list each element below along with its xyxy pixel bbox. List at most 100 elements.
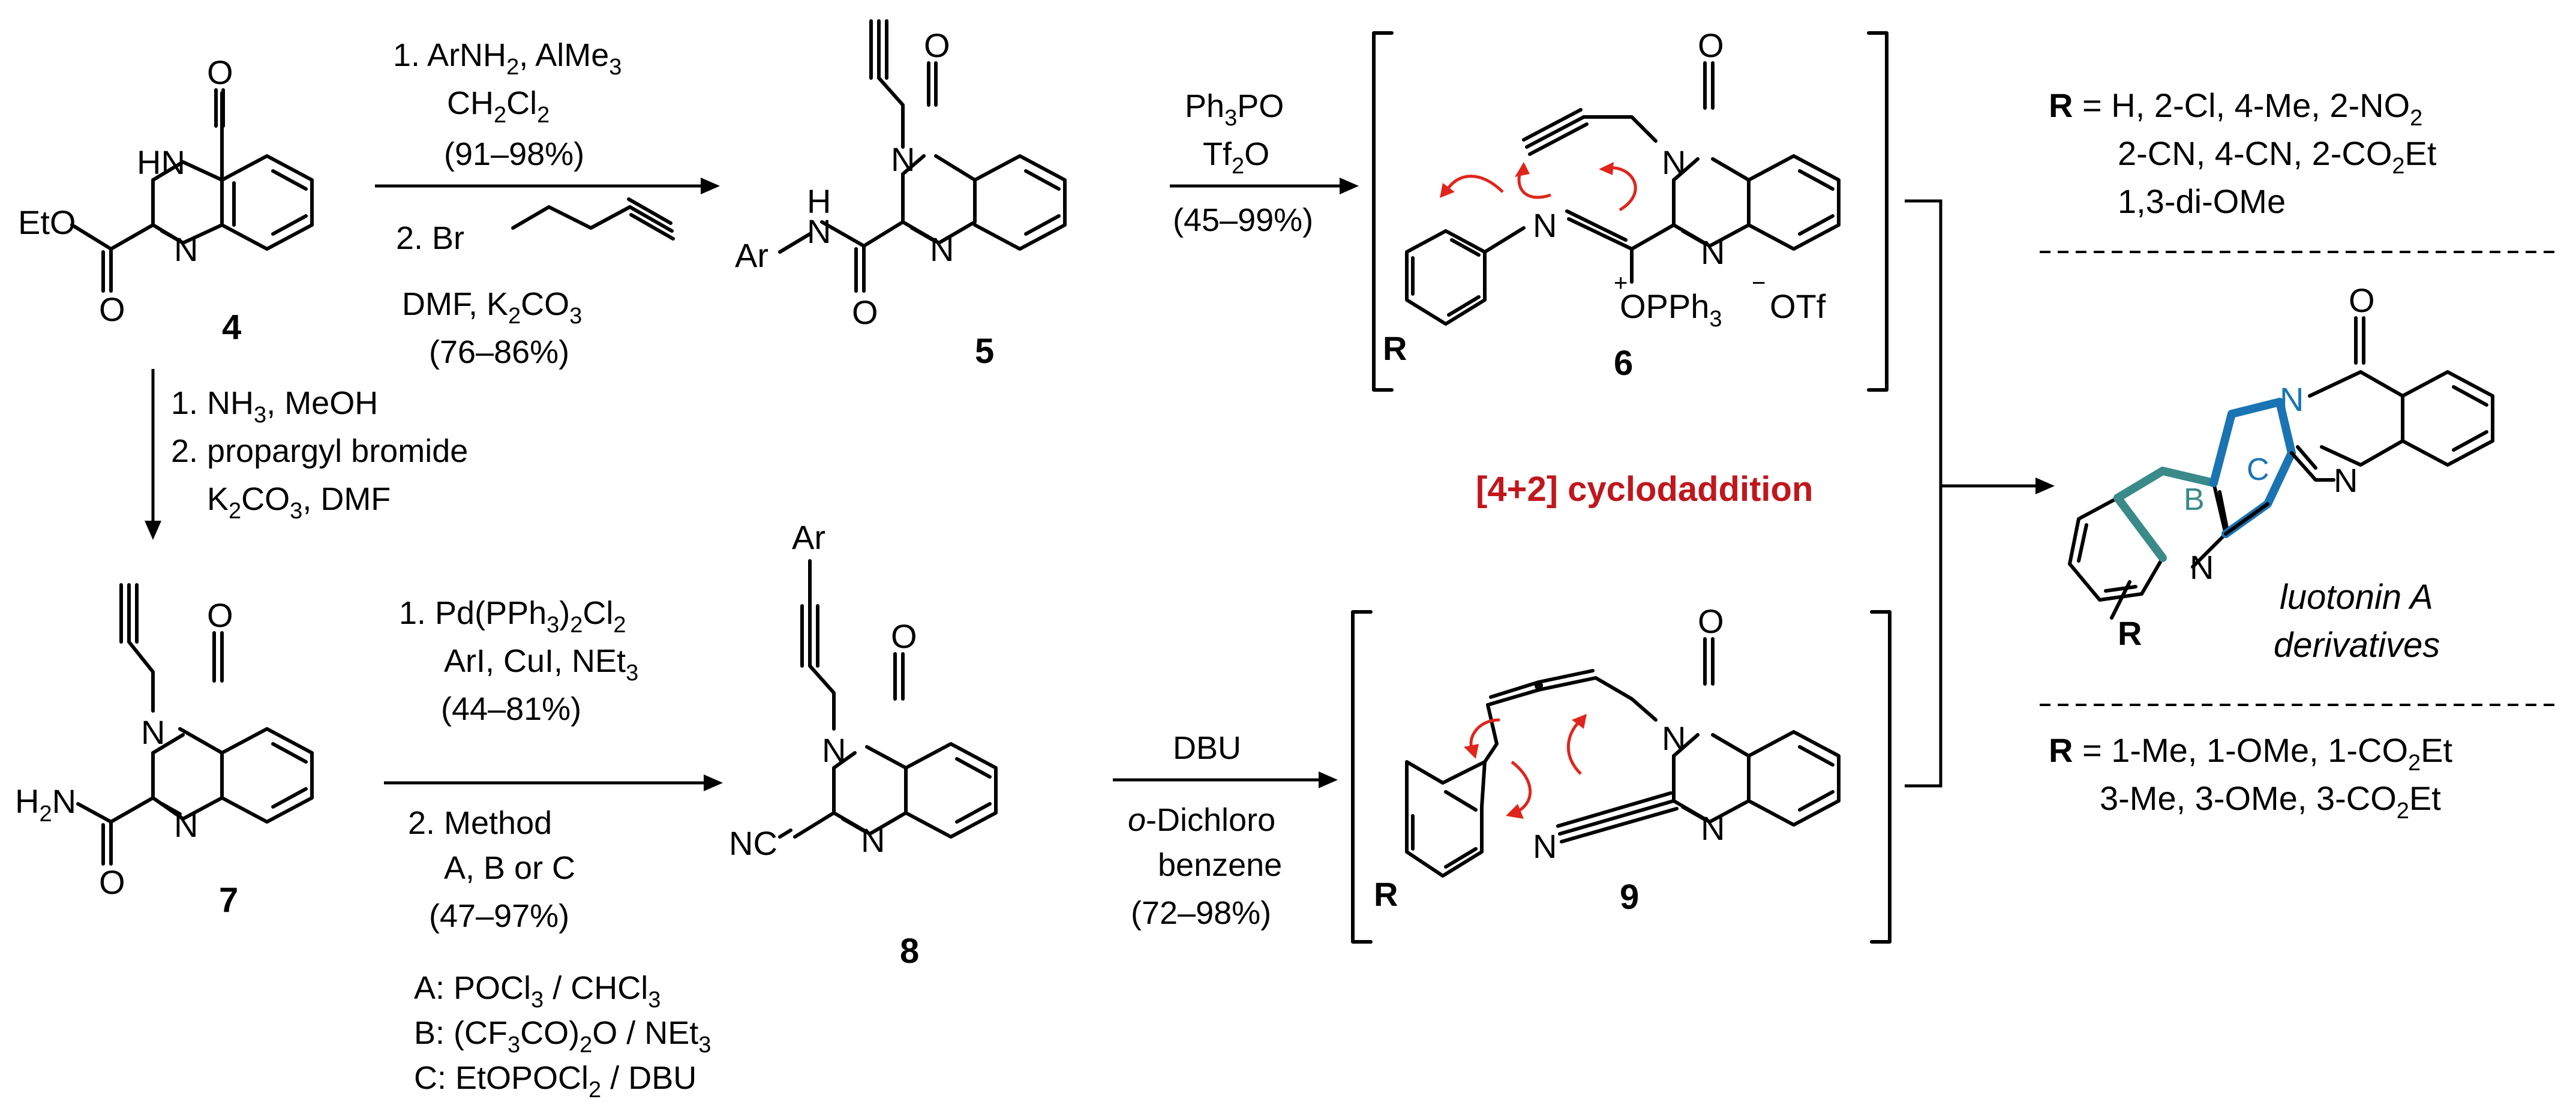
svg-text:1. Pd(PPh3)2Cl2: 1. Pd(PPh3)2Cl2 (399, 595, 626, 638)
atom-N: N (141, 713, 165, 751)
cond-yield: (76–86%) (429, 334, 569, 370)
atom-N: N (2334, 461, 2358, 499)
cond-yield: (47–97%) (429, 898, 569, 934)
atom-R: R (2118, 614, 2142, 652)
r-label: R (2049, 731, 2073, 769)
cond-yield: (91–98%) (444, 136, 584, 172)
atom-O: O (891, 617, 917, 655)
subscript: 2 (39, 801, 52, 827)
atom-OPPh3: OPPh (1620, 287, 1709, 325)
subscript: 2 (613, 612, 626, 638)
atom-N: N (822, 731, 846, 769)
arrow-5-to-6: Ph3PO Tf2O (45–99%) (1170, 88, 1359, 238)
svg-text:ArI, CuI, NEt3: ArI, CuI, NEt3 (444, 643, 638, 686)
compound-9-label: 9 (1620, 878, 1639, 917)
atom-N: N (1701, 809, 1725, 847)
cond-text: DBU (1173, 730, 1241, 766)
cond-text: 1. NH (171, 385, 254, 421)
cond-text: Cl (583, 595, 613, 631)
atom-O: O (924, 26, 950, 64)
cond-text: 1. Pd(PPh (399, 595, 547, 631)
subscript: 2 (229, 499, 241, 524)
r-group-text: Et (2421, 731, 2452, 769)
cond-yield: (44–81%) (441, 691, 581, 727)
subscript: 2 (589, 1077, 601, 1102)
cond-text: Cl (506, 85, 537, 121)
cond-text: 2. Method (408, 805, 552, 841)
atom-O: O (99, 863, 125, 901)
subscript: 2 (2408, 750, 2421, 776)
cond-text: Ph (1185, 88, 1224, 124)
arrow-4-to-5: 1. ArNH2, AlMe3 CH2Cl2 (91–98%) 2. Br DM… (375, 37, 720, 370)
method-c: C: EtOPOCl (414, 1060, 589, 1096)
r-group-text: 3-Me, 3-OMe, 3-CO (2100, 779, 2397, 817)
atom-Ar: Ar (735, 236, 768, 274)
cond-text: ) (559, 595, 570, 631)
r-group-text: Et (2405, 134, 2437, 172)
atom-N: N (861, 821, 885, 859)
method-list: A: POCl3 / CHCl3 B: (CF3CO)2O / NEt3 C: … (414, 970, 711, 1102)
cond-text: 2. Br (396, 220, 464, 256)
charge-minus: − (1752, 270, 1766, 296)
svg-text:R = H, 2-Cl, 4-Me, 2-NO2: R = H, 2-Cl, 4-Me, 2-NO2 (2049, 86, 2422, 131)
subscript: 2 (2397, 798, 2409, 824)
subscript: 3 (698, 1032, 711, 1058)
svg-text:o-Dichloro: o-Dichloro (1128, 802, 1275, 838)
r-group-text: 1,3-di-OMe (2118, 182, 2286, 220)
atom-N: N (1662, 143, 1686, 181)
r-group-text: 2-CN, 4-CN, 2-CO (2118, 134, 2392, 172)
subscript: 3 (569, 304, 582, 329)
r-label: R (2049, 86, 2073, 124)
subscript: 2 (1232, 154, 1244, 179)
cond-text: o (1128, 802, 1146, 838)
atom-R: R (1383, 329, 1407, 367)
method-a: / CHCl (544, 970, 648, 1006)
svg-text:H2N: H2N (15, 782, 76, 827)
atom-NC: NC (729, 824, 777, 862)
cond-text: Tf (1203, 136, 1232, 172)
compound-8-structure: Ar O N N NC 8 (729, 518, 998, 971)
atom-N: N (891, 140, 915, 178)
subscript: 3 (609, 55, 622, 80)
svg-text:C: EtOPOCl2 / DBU: C: EtOPOCl2 / DBU (414, 1060, 696, 1102)
atom-O: O (207, 596, 233, 634)
subscript: 2 (2392, 154, 2404, 179)
svg-text:K2CO3, DMF: K2CO3, DMF (207, 481, 391, 524)
cond-text: benzene (1158, 847, 1282, 883)
method-b: CO) (520, 1015, 580, 1051)
cond-text: CH (447, 85, 494, 121)
r-groups-bottom: R = 1-Me, 1-OMe, 1-CO2Et 3-Me, 3-OMe, 3-… (2040, 704, 2556, 824)
cond-text: K (207, 481, 229, 517)
cond-text: , DMF (302, 481, 391, 517)
r-group-text: = H, 2-Cl, 4-Me, 2-NO (2073, 86, 2410, 124)
method-c: / DBU (601, 1060, 696, 1096)
svg-text:Ph3PO: Ph3PO (1185, 88, 1284, 131)
arrow-8-to-9: DBU o-Dichloro benzene (72–98%) (1113, 730, 1338, 931)
atom-H: H (15, 782, 39, 820)
atom-O: O (207, 53, 233, 91)
svg-text:CH2Cl2: CH2Cl2 (447, 85, 550, 128)
atom-N: N (174, 230, 198, 268)
compound-4-structure: O HN N EtO O 4 (18, 53, 314, 347)
atom-N: N (1701, 233, 1725, 271)
compound-7-structure: O N N H2N O 7 (15, 583, 314, 920)
cond-text: 2. propargyl bromide (171, 433, 468, 469)
subscript: 3 (290, 499, 302, 524)
cond-text: , MeOH (266, 385, 378, 421)
atom-N: N (2190, 548, 2214, 586)
luotonin-a-product: O N N N B C R luotonin A derivatives (2068, 281, 2494, 665)
atom-N: N (930, 230, 954, 268)
svg-text:B: (CF3CO)2O / NEt3: B: (CF3CO)2O / NEt3 (414, 1015, 711, 1058)
intermediate-6-structure: O N N N + OPPh3 − OTf R 6 (1372, 26, 1889, 392)
svg-text:OPPh3: OPPh3 (1620, 287, 1722, 332)
subscript: 2 (2410, 106, 2422, 131)
cond-text: -Dichloro (1146, 802, 1275, 838)
subscript: 3 (531, 987, 544, 1013)
r-groups-top: R = H, 2-Cl, 4-Me, 2-NO2 2-CN, 4-CN, 2-C… (2040, 86, 2556, 253)
ring-b-label: B (2184, 482, 2205, 517)
cond-text: DMF, K (402, 286, 508, 322)
compound-5-structure: O N N H N Ar O 5 (735, 19, 1067, 371)
intermediate-9-structure: O N N N R 9 (1351, 602, 1892, 944)
atom-N: N (1662, 719, 1686, 757)
compound-5-label: 5 (975, 332, 994, 371)
